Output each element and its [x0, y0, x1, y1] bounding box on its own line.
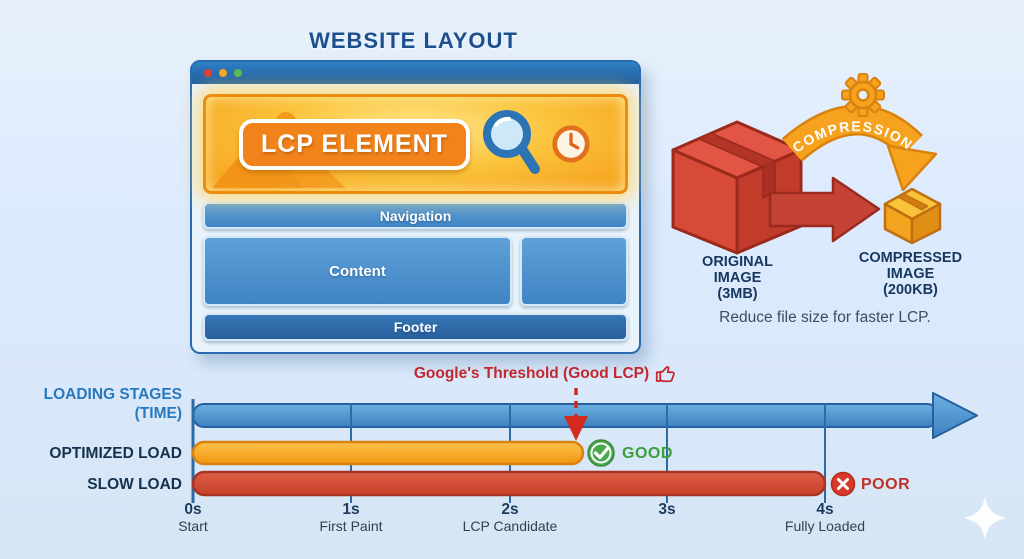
page-title: WEBSITE LAYOUT: [309, 28, 518, 53]
slow-load-label: SLOW LOAD: [87, 476, 182, 493]
compression-arc-arrow: COMPRESSION: [781, 104, 938, 192]
maximize-dot-icon: [234, 69, 242, 77]
lcp-element-pill: LCP ELEMENT: [239, 118, 470, 170]
tick-2s: 2s LCP Candidate: [462, 501, 558, 534]
good-status-label: GOOD: [622, 445, 673, 462]
tick-3s: 3s: [658, 501, 676, 518]
navigation-bar: Navigation: [203, 202, 628, 229]
tick-1s: 1s First Paint: [319, 501, 383, 534]
slow-load-bar: [191, 470, 827, 497]
gear-icon: [841, 73, 885, 117]
sparkle-icon: [964, 496, 1006, 540]
poor-status-label: POOR: [861, 476, 911, 493]
threshold-annotation: Google's Threshold (Good LCP): [400, 363, 690, 384]
original-box-icon: [671, 120, 803, 255]
tick-0s: 0s Start: [178, 501, 208, 534]
compression-caption: Reduce file size for faster LCP.: [719, 309, 931, 326]
optimized-load-label: OPTIMIZED LOAD: [49, 445, 182, 462]
sidebar-area: [520, 236, 628, 306]
content-area: Content: [203, 236, 512, 306]
original-image-label: ORIGINAL IMAGE (3MB): [702, 254, 773, 302]
loading-stages-label: LOADING STAGES (TIME): [43, 386, 182, 422]
compress-arrow-icon: [768, 176, 881, 243]
footer-bar: Footer: [203, 313, 628, 341]
minimize-dot-icon: [219, 69, 227, 77]
optimized-load-bar: [191, 440, 585, 466]
content-row: Content: [203, 236, 628, 306]
compressed-image-label: COMPRESSED IMAGE (200KB): [858, 250, 963, 298]
close-dot-icon: [204, 69, 212, 77]
content-label: Content: [329, 262, 386, 280]
tick-4s: 4s Fully Loaded: [784, 501, 866, 534]
hero-banner: LCP ELEMENT: [203, 94, 628, 194]
threshold-arrow: [564, 388, 588, 441]
compressed-box-icon: [883, 187, 942, 245]
clock-icon: [552, 125, 590, 163]
timeline-arrow-bar: [192, 403, 939, 428]
browser-titlebar: [192, 62, 639, 84]
poor-x-icon: [830, 471, 856, 497]
magnifier-icon: [482, 110, 540, 174]
browser-body: LCP ELEMENT Navigation Content: [192, 84, 639, 352]
good-check-icon: [587, 439, 615, 467]
footer-label: Footer: [393, 319, 438, 335]
threshold-label: Google's Threshold (Good LCP): [413, 364, 650, 382]
thumbs-up-icon: [656, 366, 675, 383]
timeline-arrowhead: [932, 392, 978, 439]
browser-window: LCP ELEMENT Navigation Content: [190, 60, 641, 354]
navigation-label: Navigation: [379, 207, 452, 224]
